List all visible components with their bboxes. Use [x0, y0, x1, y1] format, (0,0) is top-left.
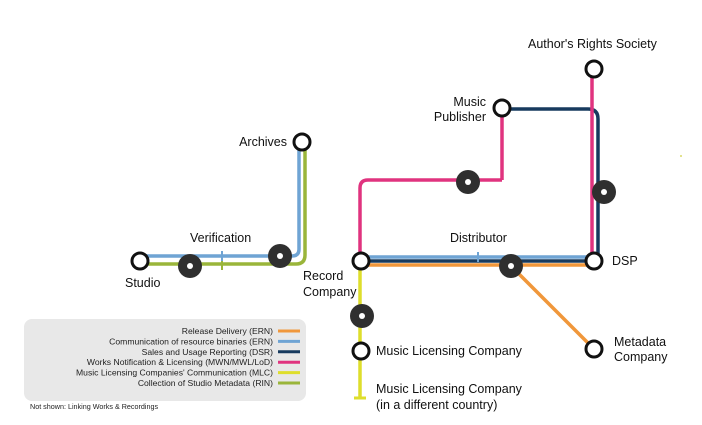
vinyl-marker-mlc — [350, 304, 374, 328]
label-mlc-other-country-1: Music Licensing Company — [376, 382, 523, 396]
label-verification: Verification — [190, 231, 251, 245]
label-mlc-other-country-2: (in a different country) — [376, 398, 497, 412]
station-archives — [292, 132, 312, 152]
vinyl-marker-society — [592, 180, 616, 204]
stray-dot — [680, 155, 682, 157]
legend-item-label: Communication of resource binaries (ERN) — [109, 336, 273, 346]
station-authors-rights-society — [584, 59, 604, 79]
legend: Release Delivery (ERN)Communication of r… — [24, 319, 306, 411]
station-music-publisher — [492, 98, 512, 118]
legend-box — [24, 319, 306, 401]
label-metadata-company-1: Metadata — [614, 335, 666, 349]
vinyl-marker-archives — [268, 244, 292, 268]
label-music-publisher-1: Music — [453, 95, 486, 109]
label-music-licensing-company: Music Licensing Company — [376, 344, 523, 358]
station-music-licensing-company — [351, 341, 371, 361]
route-ern-binaries-studio — [140, 143, 301, 258]
legend-item-label: Works Notification & Licensing (MWN/MWL/… — [87, 357, 273, 367]
station-dsp — [584, 251, 604, 271]
route-rin — [140, 143, 307, 266]
legend-item-label: Sales and Usage Reporting (DSR) — [142, 347, 273, 357]
legend-item-label: Music Licensing Companies' Communication… — [76, 368, 273, 378]
legend-item-label: Collection of Studio Metadata (RIN) — [138, 378, 273, 388]
station-studio — [130, 251, 150, 271]
label-music-publisher-2: Publisher — [434, 110, 486, 124]
vinyl-marker-publishing — [456, 170, 480, 194]
label-record-company-1: Record — [303, 269, 343, 283]
vinyl-marker-studio — [178, 254, 202, 278]
vinyl-marker-distributor — [499, 254, 523, 278]
label-archives: Archives — [239, 135, 287, 149]
label-distributor: Distributor — [450, 231, 507, 245]
route-ern-metadata — [508, 263, 596, 351]
route-mwn-rc — [358, 178, 502, 261]
legend-item-label: Release Delivery (ERN) — [182, 326, 273, 336]
label-metadata-company-2: Company — [614, 350, 668, 364]
label-studio: Studio — [125, 276, 160, 290]
station-record-company — [351, 251, 371, 271]
label-record-company-2: Company — [303, 285, 357, 299]
label-dsp: DSP — [612, 254, 638, 268]
label-authors-rights-society: Author's Rights Society — [528, 37, 658, 51]
route-dsr-publisher — [502, 107, 600, 260]
station-metadata-company — [584, 339, 604, 359]
legend-note: Not shown: Linking Works & Recordings — [30, 402, 159, 411]
